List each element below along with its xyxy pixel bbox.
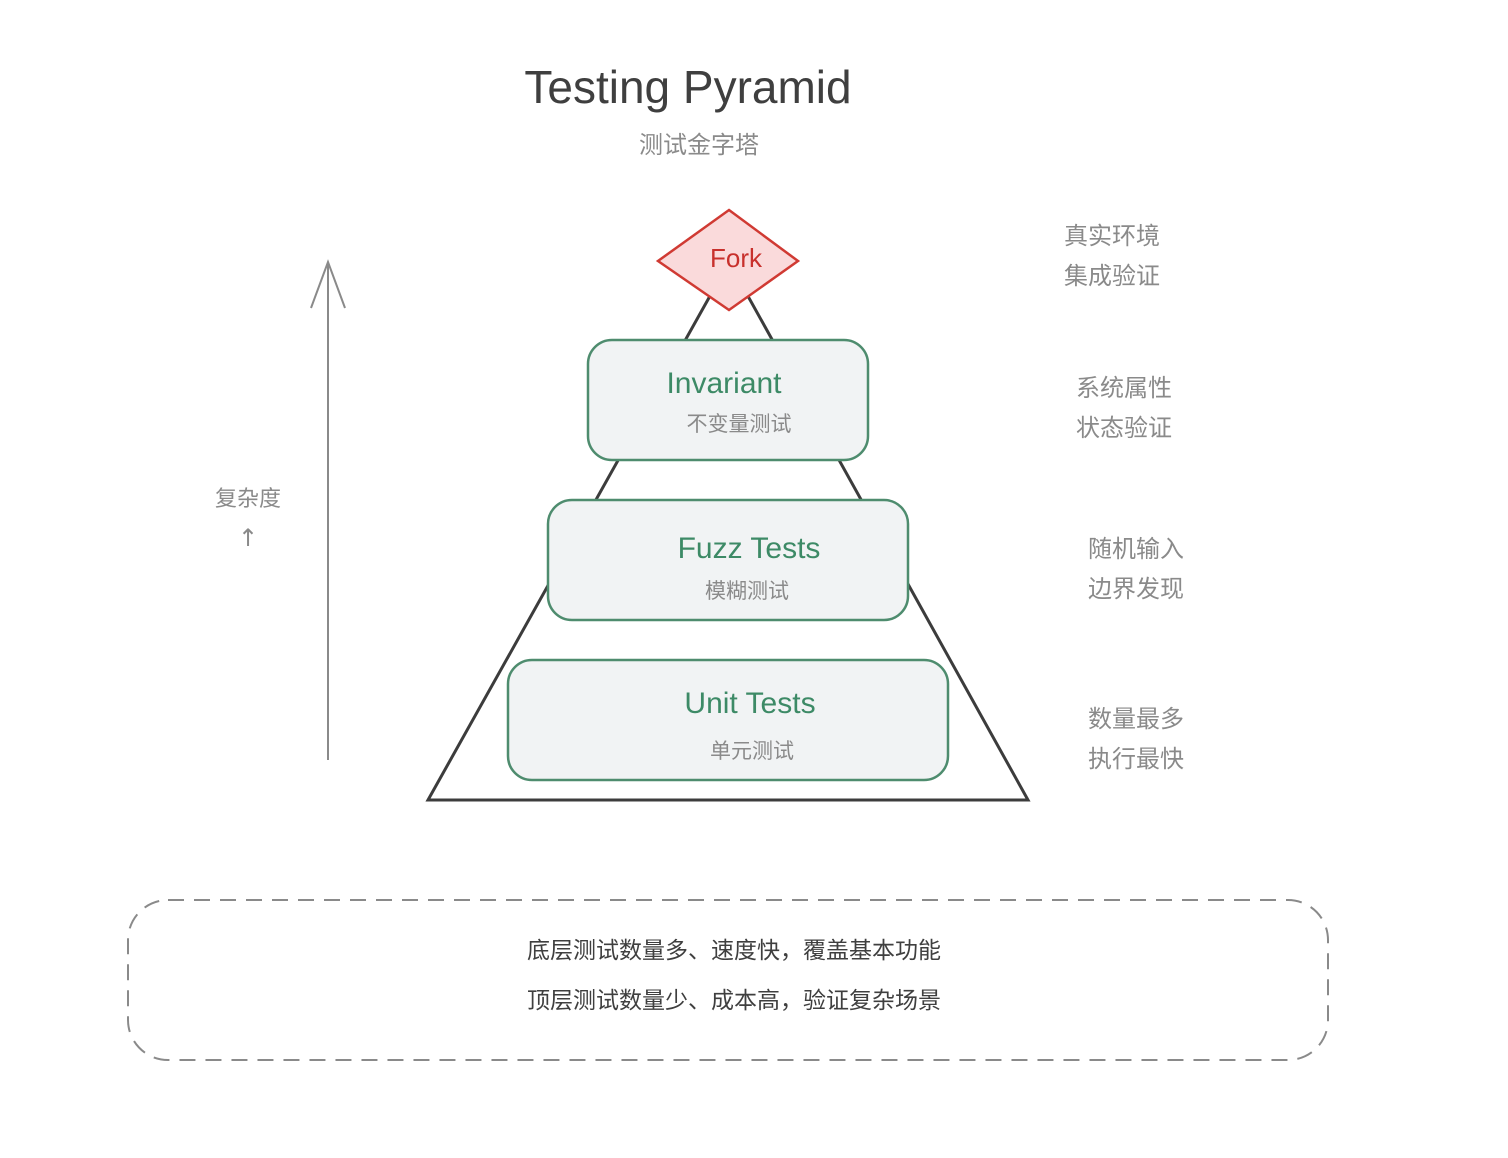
note-unit-line-2: 执行最快 [1088,745,1184,773]
diagram-title: Testing Pyramid [524,61,851,113]
tier-invariant-subtitle: 不变量测试 [687,412,792,436]
tier-unit: Unit Tests 单元测试 [506,658,950,782]
axis-arrowhead [310,259,346,309]
axis-up-arrow-icon: ↑ [238,524,258,552]
summary-dashed-border [127,899,1329,1061]
summary-box: 底层测试数量多、速度快，覆盖基本功能 顶层测试数量少、成本高，验证复杂场景 [127,899,1329,1061]
tier-unit-box [506,658,950,782]
fork-label: Fork [710,243,763,273]
diagram-subtitle: 测试金字塔 [639,131,759,159]
tier-fuzz-subtitle: 模糊测试 [705,579,789,603]
note-fork-line-2: 集成验证 [1064,262,1160,290]
tier-fork: Fork [655,208,801,312]
note-fuzz-line-2: 边界发现 [1088,575,1184,603]
fork-diamond [655,208,801,312]
tier-invariant: Invariant 不变量测试 [586,338,870,462]
note-fork-line-1: 真实环境 [1064,222,1160,250]
tier-fuzz-title: Fuzz Tests [678,532,821,565]
tier-invariant-box [586,338,870,462]
tier-unit-title: Unit Tests [684,687,815,720]
note-unit-line-1: 数量最多 [1088,705,1184,733]
tier-fuzz: Fuzz Tests 模糊测试 [546,498,910,622]
tier-invariant-title: Invariant [666,367,782,400]
side-notes: 真实环境 集成验证 系统属性 状态验证 随机输入 边界发现 数量最多 执行最快 [1064,222,1184,773]
note-invariant-line-1: 系统属性 [1076,374,1172,402]
summary-line-2: 顶层测试数量少、成本高，验证复杂场景 [527,988,941,1014]
note-invariant-line-2: 状态验证 [1076,414,1172,442]
complexity-axis: 复杂度 ↑ [215,259,346,760]
axis-label: 复杂度 [215,487,281,512]
note-fuzz-line-1: 随机输入 [1088,535,1184,563]
summary-line-1: 底层测试数量多、速度快，覆盖基本功能 [527,938,941,964]
tier-unit-subtitle: 单元测试 [710,739,794,763]
tier-fuzz-box [546,498,910,622]
